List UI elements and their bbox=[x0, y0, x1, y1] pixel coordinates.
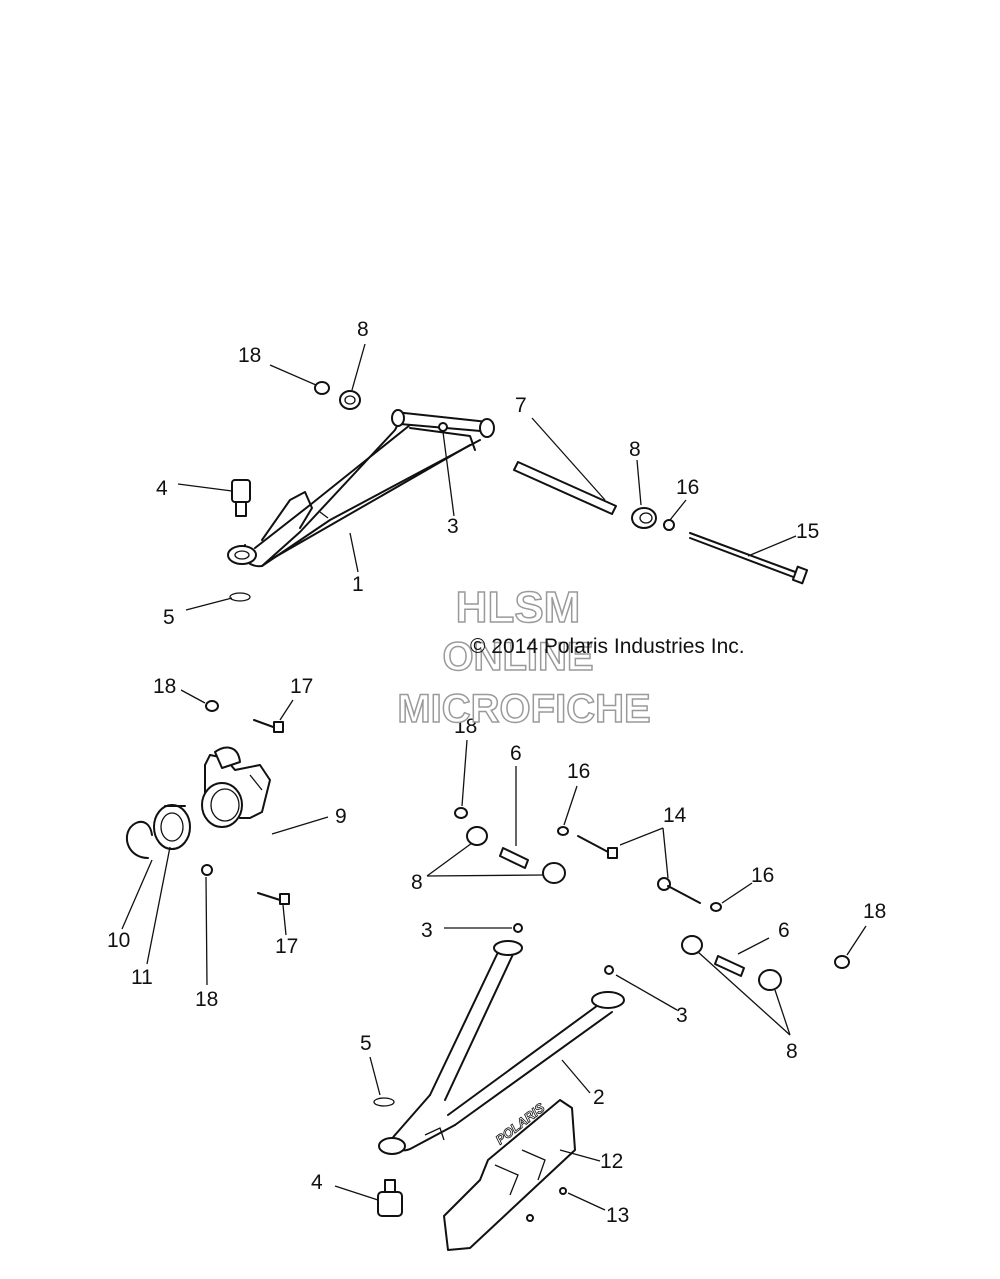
callout-18: 18 bbox=[153, 675, 176, 698]
washer-mid bbox=[557, 826, 569, 836]
grease-fitting-lower-b bbox=[604, 965, 614, 975]
callout-labels: 18 8 7 8 16 15 4 3 1 5 18 17 18 6 16 9 1… bbox=[107, 318, 886, 1227]
callout-14: 14 bbox=[663, 804, 687, 827]
a-arm-guard: POLARIS bbox=[443, 1099, 576, 1251]
pivot-sleeve-right bbox=[714, 955, 745, 977]
callout-5: 5 bbox=[163, 606, 175, 629]
guard-screw-a bbox=[559, 1187, 567, 1195]
wheel-bearing bbox=[153, 804, 191, 850]
callout-18: 18 bbox=[454, 715, 477, 738]
callout-6: 6 bbox=[510, 742, 522, 765]
bushing-lower-d bbox=[758, 969, 782, 991]
ball-joint-lower bbox=[377, 1179, 403, 1217]
callout-4: 4 bbox=[156, 477, 168, 500]
watermark-line1: HLSM bbox=[456, 583, 581, 632]
bushing-lower-b bbox=[542, 862, 566, 884]
bushing-upper-a bbox=[339, 390, 361, 410]
bolt-14a bbox=[577, 835, 618, 859]
callout-15: 15 bbox=[796, 520, 819, 543]
bushing-lower-a bbox=[466, 826, 488, 846]
bushing-lower-c bbox=[681, 935, 703, 955]
callout-16: 16 bbox=[676, 476, 699, 499]
ball-joint-upper bbox=[231, 479, 251, 517]
pivot-bolt-long bbox=[689, 532, 809, 585]
pivot-sleeve-left bbox=[499, 847, 529, 869]
callout-8: 8 bbox=[629, 438, 641, 461]
lock-nut-mid bbox=[454, 807, 468, 819]
upper-a-arm bbox=[227, 409, 495, 568]
callout-3: 3 bbox=[447, 515, 459, 538]
grease-fitting-lower-a bbox=[513, 923, 523, 933]
watermark: HLSM ONLINE MICROFICHE bbox=[397, 582, 652, 732]
callout-18: 18 bbox=[863, 900, 886, 923]
callout-16: 16 bbox=[567, 760, 590, 783]
callout-8: 8 bbox=[411, 871, 423, 894]
callout-3: 3 bbox=[676, 1004, 688, 1027]
lock-nut-right bbox=[834, 955, 850, 969]
watermark-line2: ONLINE bbox=[442, 635, 593, 679]
knuckle bbox=[201, 746, 271, 828]
callout-13: 13 bbox=[606, 1204, 629, 1227]
callout-6: 6 bbox=[778, 919, 790, 942]
callout-17: 17 bbox=[275, 935, 298, 958]
callout-16: 16 bbox=[751, 864, 774, 887]
callout-18: 18 bbox=[195, 988, 218, 1011]
pivot-shaft bbox=[513, 461, 617, 515]
bushing-upper-b bbox=[631, 507, 657, 529]
bolt-14b bbox=[657, 877, 701, 904]
lock-nut-knuckle bbox=[205, 700, 219, 712]
lower-a-arm bbox=[378, 940, 625, 1155]
grease-fitting-upper bbox=[438, 422, 448, 432]
callout-1: 1 bbox=[352, 573, 364, 596]
callout-5: 5 bbox=[360, 1032, 372, 1055]
retaining-ring-upper bbox=[229, 592, 251, 602]
washer-right bbox=[710, 902, 722, 912]
retaining-ring-lower bbox=[373, 1097, 395, 1107]
callout-8: 8 bbox=[786, 1040, 798, 1063]
snap-ring bbox=[125, 820, 153, 859]
lock-nut-upper bbox=[314, 381, 330, 395]
callout-3: 3 bbox=[421, 919, 433, 942]
callout-7: 7 bbox=[515, 394, 527, 417]
callout-9: 9 bbox=[335, 805, 347, 828]
callout-8: 8 bbox=[357, 318, 369, 341]
callout-18: 18 bbox=[238, 344, 261, 367]
watermark-line3: MICROFICHE bbox=[397, 687, 650, 731]
bolt-upper bbox=[253, 719, 284, 733]
washer-knuckle bbox=[201, 864, 213, 876]
washer-upper bbox=[663, 519, 675, 531]
callout-17: 17 bbox=[290, 675, 313, 698]
guard-screw-b bbox=[526, 1214, 534, 1222]
callout-2: 2 bbox=[593, 1086, 605, 1109]
callout-12: 12 bbox=[600, 1150, 623, 1173]
copyright-notice: © 2014 Polaris Industries Inc. bbox=[470, 635, 745, 658]
callout-11: 11 bbox=[131, 966, 153, 989]
leader-lines bbox=[121, 343, 867, 1211]
callout-10: 10 bbox=[107, 929, 130, 952]
bolt-lower bbox=[257, 892, 290, 905]
callout-4: 4 bbox=[311, 1171, 323, 1194]
